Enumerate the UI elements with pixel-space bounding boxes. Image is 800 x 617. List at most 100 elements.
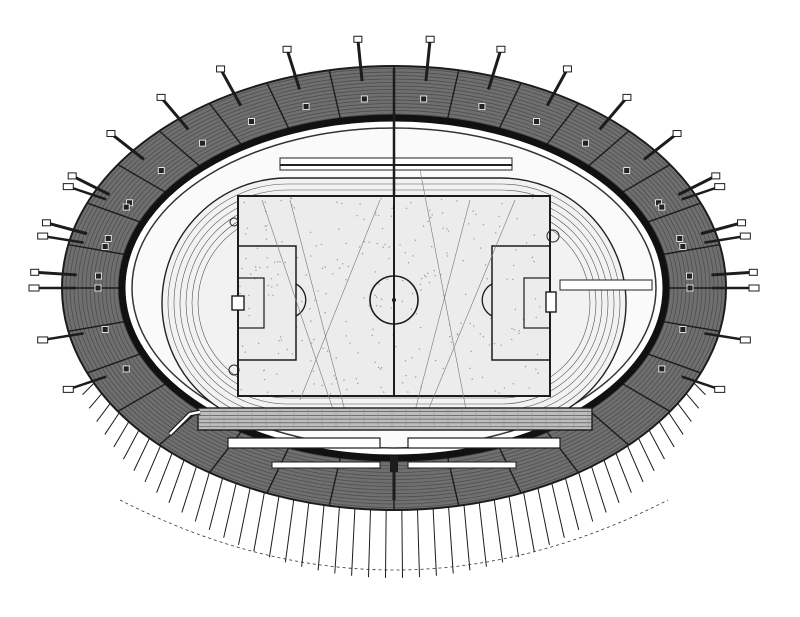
field-speckle — [380, 386, 382, 389]
field-speckle — [276, 284, 278, 286]
pylon-cap — [156, 93, 166, 101]
field-speckle — [317, 290, 319, 292]
field-speckle — [368, 305, 370, 307]
right-penalty-arc — [481, 283, 493, 317]
side-pylon-cap — [28, 284, 40, 292]
field-speckle — [456, 333, 459, 335]
side-pylon-base — [101, 243, 109, 250]
side-pylon-cap — [37, 336, 49, 344]
field-speckle — [272, 294, 274, 296]
bowl-radial-aisles — [62, 66, 726, 510]
main-straight-lanes — [198, 408, 592, 430]
field-speckle — [270, 278, 273, 280]
field-speckle — [428, 281, 431, 284]
pylon-cap — [106, 130, 116, 138]
field-speckle — [401, 300, 404, 303]
field-speckle — [321, 267, 324, 270]
field-speckle — [446, 252, 448, 254]
pylon-cap — [41, 219, 51, 227]
field-speckle — [515, 249, 517, 251]
field-speckle — [441, 212, 444, 214]
tribune-block-left — [227, 437, 381, 449]
field-speckle — [499, 225, 501, 228]
field-speckle — [361, 252, 364, 255]
bowl-aisle — [585, 407, 630, 446]
construction-lines — [261, 169, 516, 431]
pylon-cap — [496, 45, 506, 53]
side-pylon-base — [658, 365, 666, 373]
pylon-mast — [643, 132, 678, 161]
field-speckle — [430, 216, 432, 219]
field-speckle — [446, 255, 449, 257]
field-speckle — [345, 335, 348, 337]
field-speckle — [470, 350, 472, 353]
bowl-aisle — [208, 102, 244, 148]
field-speckle — [460, 322, 462, 324]
field-speckle — [419, 283, 422, 286]
field-speckle — [313, 383, 315, 385]
field-speckle — [248, 294, 250, 297]
field-speckle — [380, 198, 382, 200]
field-speckle — [255, 266, 257, 268]
field-speckle — [293, 207, 295, 209]
field-speckle — [376, 242, 378, 245]
field-speckle — [342, 263, 344, 265]
field-speckle — [513, 329, 516, 331]
field-speckle — [347, 265, 350, 268]
bowl-aisle — [544, 102, 580, 148]
field-speckle — [534, 298, 537, 300]
field-speckle — [356, 215, 358, 217]
field-speckle — [488, 344, 491, 346]
bowl-aisle — [87, 202, 143, 224]
field-speckle — [433, 269, 435, 272]
field-speckle — [310, 320, 312, 322]
field-speckle — [374, 361, 376, 364]
field-speckle — [411, 357, 413, 359]
field-speckle — [312, 370, 315, 372]
pylon-base — [420, 95, 428, 103]
pylon-mast — [285, 48, 301, 90]
pylon-base — [360, 95, 368, 103]
field-speckle — [379, 305, 382, 308]
field-speckle — [372, 328, 374, 331]
field-speckle — [279, 261, 281, 263]
field-speckle — [255, 269, 257, 272]
field-speckle — [381, 227, 384, 230]
pylon-base — [686, 272, 693, 280]
field-speckle — [407, 391, 409, 393]
field-speckle — [346, 388, 348, 391]
side-pylon-cap — [37, 232, 49, 240]
field-speckle — [239, 285, 241, 288]
center-spot — [392, 298, 396, 302]
field-speckle — [514, 308, 517, 311]
pylon-cap — [216, 65, 226, 73]
field-speckle — [248, 307, 250, 310]
bowl-aisle — [266, 82, 291, 132]
field-speckle — [277, 352, 280, 355]
field-speckle — [277, 273, 279, 276]
field-speckle — [267, 294, 270, 296]
bowl-aisle — [117, 381, 169, 412]
bowl-aisle — [117, 164, 169, 195]
field-speckle — [244, 351, 246, 353]
field-speckle — [431, 245, 433, 248]
field-speckle — [378, 342, 380, 344]
side-pylon-base — [122, 365, 130, 373]
field-speckle — [300, 300, 303, 303]
field-speckle — [280, 339, 282, 341]
side-pylon-mast — [681, 185, 721, 201]
pylon-cap — [622, 93, 632, 101]
field-speckle — [239, 292, 241, 295]
field-speckle — [464, 293, 467, 296]
field-speckle — [311, 342, 313, 344]
field-speckle — [511, 338, 513, 341]
field-speckle — [329, 393, 332, 395]
field-speckle — [349, 342, 351, 344]
top-strip-line — [280, 164, 512, 166]
pylon-mast — [71, 174, 111, 197]
pylon-mast — [219, 68, 243, 107]
field-speckle — [266, 391, 269, 393]
field-speckle — [386, 278, 388, 280]
center-circle — [369, 275, 419, 325]
